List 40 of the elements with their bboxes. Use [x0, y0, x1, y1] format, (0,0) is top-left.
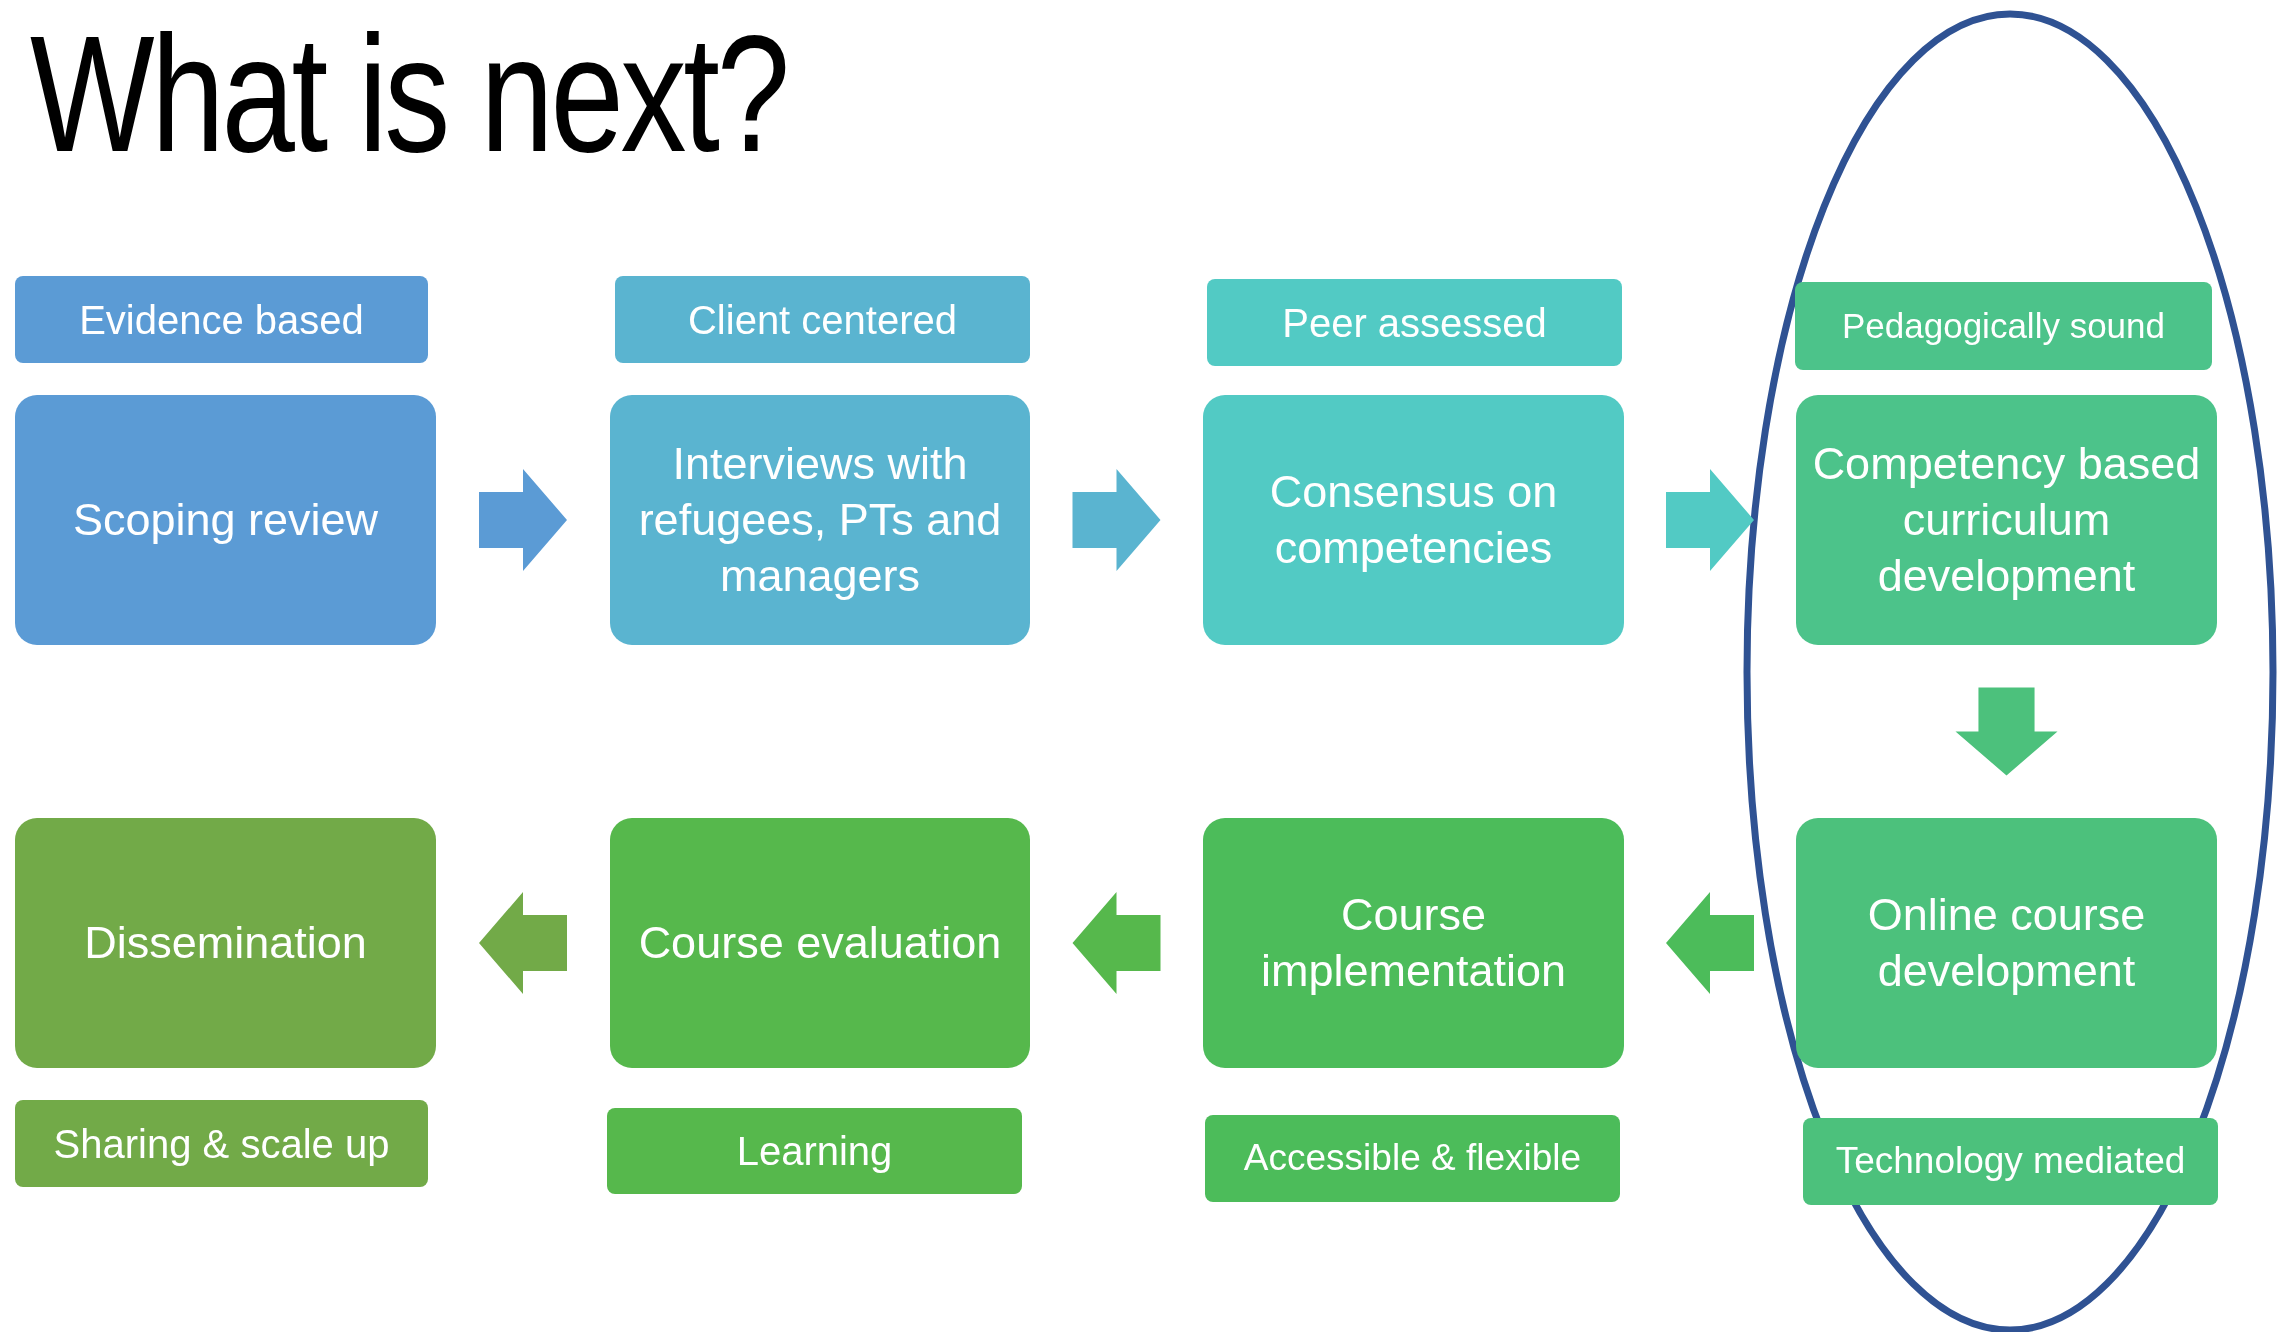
process-box: [610, 818, 1030, 1068]
title: What is next?: [30, 1, 787, 188]
block-arrow: [1955, 687, 2058, 776]
step-label: Competency based curriculum development: [1811, 436, 2202, 604]
block-arrow: [479, 469, 567, 571]
attribute-tag: [1803, 1118, 2218, 1205]
attribute-tag: [1207, 279, 1622, 366]
step-label: Course evaluation: [638, 915, 1002, 970]
tag-label: Technology mediated: [1835, 1139, 2186, 1184]
step-label: Dissemination: [84, 915, 367, 970]
tag-label: Learning: [736, 1128, 893, 1175]
block-arrow: [479, 892, 567, 994]
attribute-tag: [15, 1100, 428, 1187]
block-arrow: [1072, 892, 1161, 994]
attribute-tag: [615, 276, 1030, 363]
process-box: [1203, 395, 1624, 645]
process-box: [1796, 395, 2217, 645]
tag-label: Peer assessed: [1282, 299, 1547, 347]
step-label: Course implementation: [1259, 887, 1568, 998]
process-box: [15, 395, 436, 645]
attribute-tag: [607, 1108, 1022, 1194]
tag-label: Sharing & scale up: [53, 1120, 390, 1168]
step-label: Interviews with refugees, PTs and managers: [637, 436, 1003, 604]
process-box: [1796, 818, 2217, 1068]
step-label: Online course development: [1866, 887, 2147, 998]
attribute-tag: [1795, 282, 2212, 370]
block-arrow: [1072, 469, 1161, 571]
tag-label: Pedagogically sound: [1842, 305, 2165, 348]
attribute-tag: [1205, 1115, 1620, 1202]
block-arrow: [1666, 469, 1754, 571]
tag-label: Evidence based: [79, 296, 364, 344]
attribute-tag: [15, 276, 428, 363]
step-label: Consensus on competencies: [1268, 464, 1559, 575]
block-arrow: [1666, 892, 1754, 994]
process-box: [15, 818, 436, 1068]
process-box: [1203, 818, 1624, 1068]
step-label: Scoping review: [72, 492, 379, 547]
process-box: [610, 395, 1030, 645]
tag-label: Client centered: [687, 296, 957, 344]
tag-label: Accessible & flexible: [1243, 1136, 1582, 1181]
